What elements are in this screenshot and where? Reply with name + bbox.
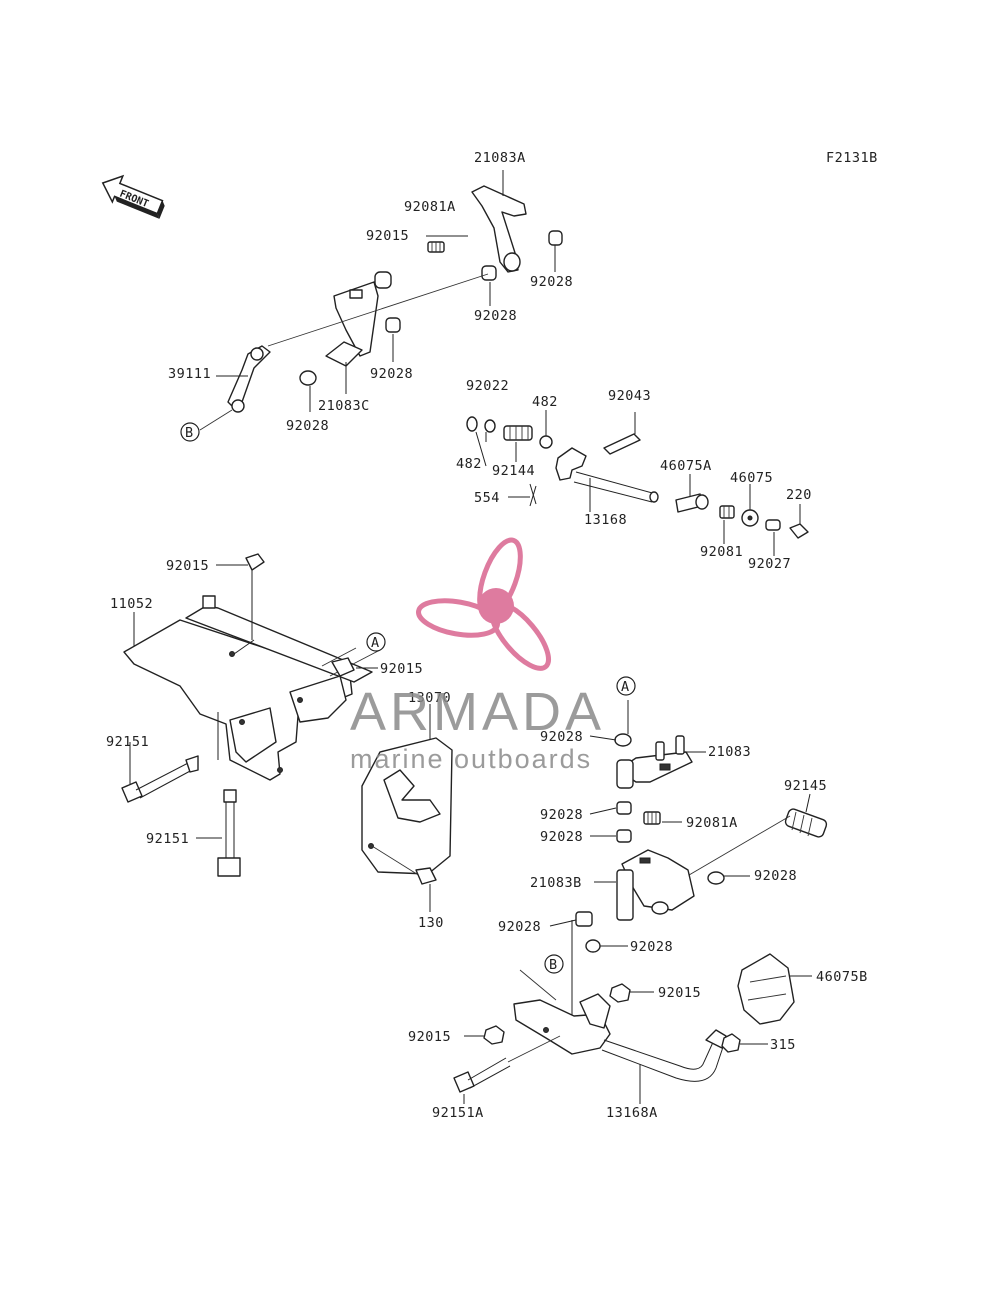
frame-bracket-group — [121, 553, 453, 912]
label-21083B: 21083B — [530, 875, 582, 891]
label-92028: 92028 — [540, 829, 583, 845]
label-92015: 92015 — [408, 1029, 451, 1045]
label-315: 315 — [770, 1037, 796, 1053]
label-92043: 92043 — [608, 388, 651, 404]
label-92022: 92022 — [466, 378, 509, 394]
callout-b-lower: B — [544, 954, 564, 974]
label-92015: 92015 — [658, 985, 701, 1001]
label-220: 220 — [786, 487, 812, 503]
label-92015: 92015 — [380, 661, 423, 677]
label-92028: 92028 — [540, 807, 583, 823]
lower-brake-pedal-group — [453, 700, 828, 1093]
callout-a-frame: A — [366, 632, 386, 652]
label-13168A: 13168A — [606, 1105, 658, 1121]
label-482: 482 — [456, 456, 482, 472]
label-92028: 92028 — [474, 308, 517, 324]
svg-text:A: A — [621, 679, 630, 695]
label-92027: 92027 — [748, 556, 791, 572]
svg-text:B: B — [549, 957, 558, 973]
label-92145: 92145 — [784, 778, 827, 794]
label-130: 130 — [418, 915, 444, 931]
label-92028: 92028 — [498, 919, 541, 935]
callout-b-top: B — [180, 422, 200, 442]
label-92028: 92028 — [370, 366, 413, 382]
spring-icon — [503, 425, 533, 441]
label-21083: 21083 — [708, 744, 751, 760]
label-554: 554 — [474, 490, 500, 506]
label-92015: 92015 — [366, 228, 409, 244]
label-92015: 92015 — [166, 558, 209, 574]
label-13168: 13168 — [584, 512, 627, 528]
spring-icon — [427, 241, 445, 253]
spring-icon — [719, 505, 735, 519]
label-92028: 92028 — [754, 868, 797, 884]
label-92028: 92028 — [530, 274, 573, 290]
leader-lines — [129, 235, 812, 1104]
label-46075: 46075 — [730, 470, 773, 486]
spring-icon — [643, 811, 661, 825]
label-21083C: 21083C — [318, 398, 370, 414]
svg-text:A: A — [371, 635, 380, 651]
label-39111: 39111 — [168, 366, 211, 382]
front-arrow-icon: FRONT — [101, 174, 165, 219]
spring-icon — [784, 808, 828, 838]
watermark-tagline: marine outboards — [350, 744, 592, 774]
label-92081A: 92081A — [404, 199, 456, 215]
propeller-logo-icon — [416, 537, 551, 671]
armada-watermark: ARMADA marine outboards — [350, 537, 605, 774]
upper-brake-pedal-group — [199, 170, 563, 431]
label-92028: 92028 — [286, 418, 329, 434]
watermark-brand: ARMADA — [350, 682, 605, 742]
label-92081A: 92081A — [686, 815, 738, 831]
label-46075A: 46075A — [660, 458, 712, 474]
label-11052: 11052 — [110, 596, 153, 612]
label-92028: 92028 — [540, 729, 583, 745]
label-92151A: 92151A — [432, 1105, 484, 1121]
label-482: 482 — [532, 394, 558, 410]
label-92151: 92151 — [146, 831, 189, 847]
shift-shaft-group — [466, 412, 809, 539]
label-92151: 92151 — [106, 734, 149, 750]
label-46075B: 46075B — [816, 969, 868, 985]
figure-code: F2131B — [826, 150, 878, 166]
label-92081: 92081 — [700, 544, 743, 560]
part-labels: 21083A 92081A 92015 92028 92028 92028 39… — [106, 150, 868, 1121]
callout-a-lower: A — [616, 676, 636, 696]
label-13070: 13070 — [408, 690, 451, 706]
svg-text:B: B — [185, 425, 194, 441]
label-21083A: 21083A — [474, 150, 526, 166]
label-92028: 92028 — [630, 939, 673, 955]
label-92144: 92144 — [492, 463, 535, 479]
